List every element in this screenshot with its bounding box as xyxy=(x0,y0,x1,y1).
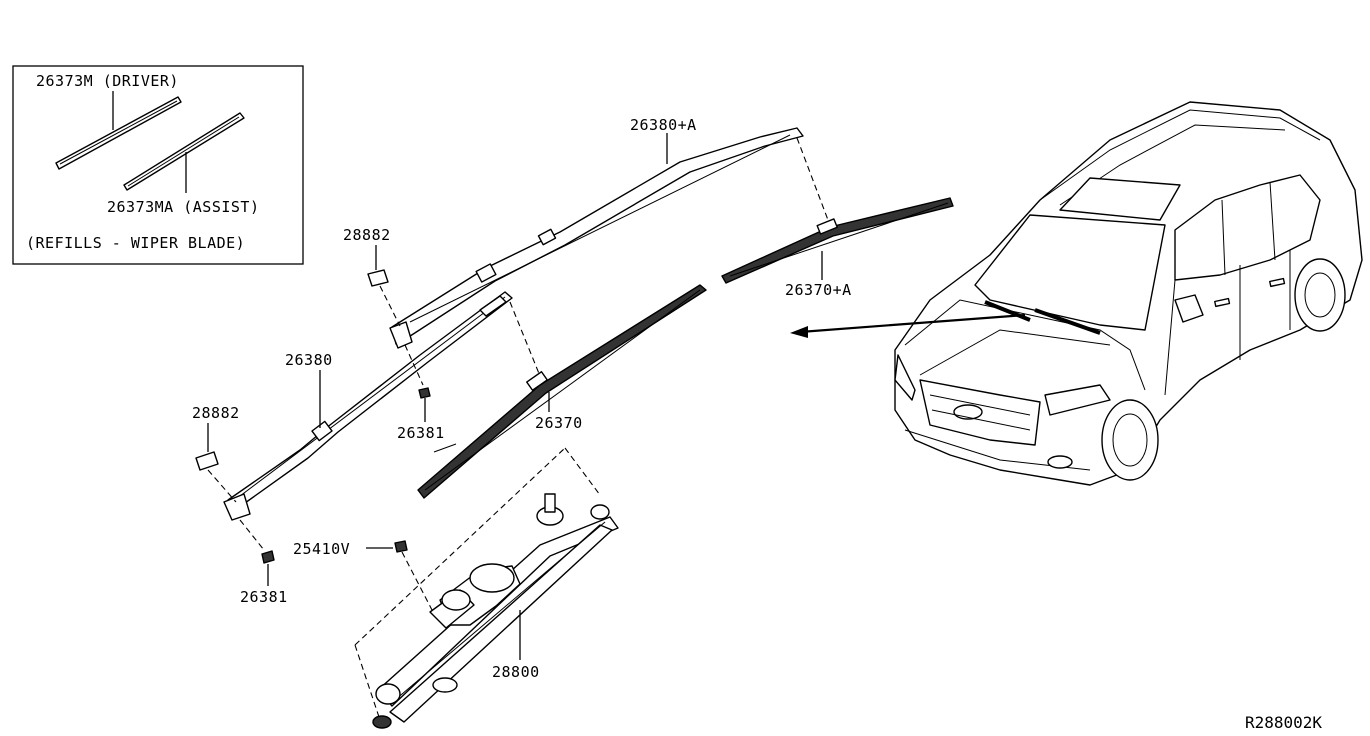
callout-driver-blade: 26370 xyxy=(535,414,583,432)
cap-upper xyxy=(367,269,389,287)
callout-linkage-motor: 28800 xyxy=(492,663,540,681)
refill-assist-strip xyxy=(123,112,245,191)
callout-cap-upper: 28882 xyxy=(343,226,391,244)
refill-driver-strip xyxy=(55,96,182,170)
callout-assist-blade: 26370+A xyxy=(785,281,852,299)
driver-wiper-arm xyxy=(223,291,513,521)
vehicle-illustration xyxy=(894,101,1363,486)
driver-wiper-blade xyxy=(417,284,707,499)
assist-wiper-arm xyxy=(389,127,804,349)
diagram-reference-code: R288002K xyxy=(1245,713,1322,732)
refill-driver-label: 26373M (DRIVER) xyxy=(36,72,179,90)
refill-assist-label: 26373MA (ASSIST) xyxy=(107,198,260,216)
nut-lower xyxy=(261,550,275,564)
bolt xyxy=(394,540,408,553)
callout-bolt: 25410V xyxy=(293,540,350,558)
nut-upper xyxy=(418,387,431,399)
callout-driver-arm: 26380 xyxy=(285,351,333,369)
cap-lower xyxy=(195,451,219,471)
callout-assist-arm: 26380+A xyxy=(630,116,697,134)
linkage-motor-assembly xyxy=(372,493,619,729)
callout-nut-upper: 26381 xyxy=(397,424,445,442)
location-pointer-arrow xyxy=(790,313,1026,338)
refills-caption: (REFILLS - WIPER BLADE) xyxy=(26,234,245,252)
refills-inset: 26373M (DRIVER) 26373MA (ASSIST) (REFILL… xyxy=(12,65,304,265)
callout-cap-lower: 28882 xyxy=(192,404,240,422)
assist-wiper-blade xyxy=(721,197,954,284)
callout-nut-lower: 26381 xyxy=(240,588,288,606)
